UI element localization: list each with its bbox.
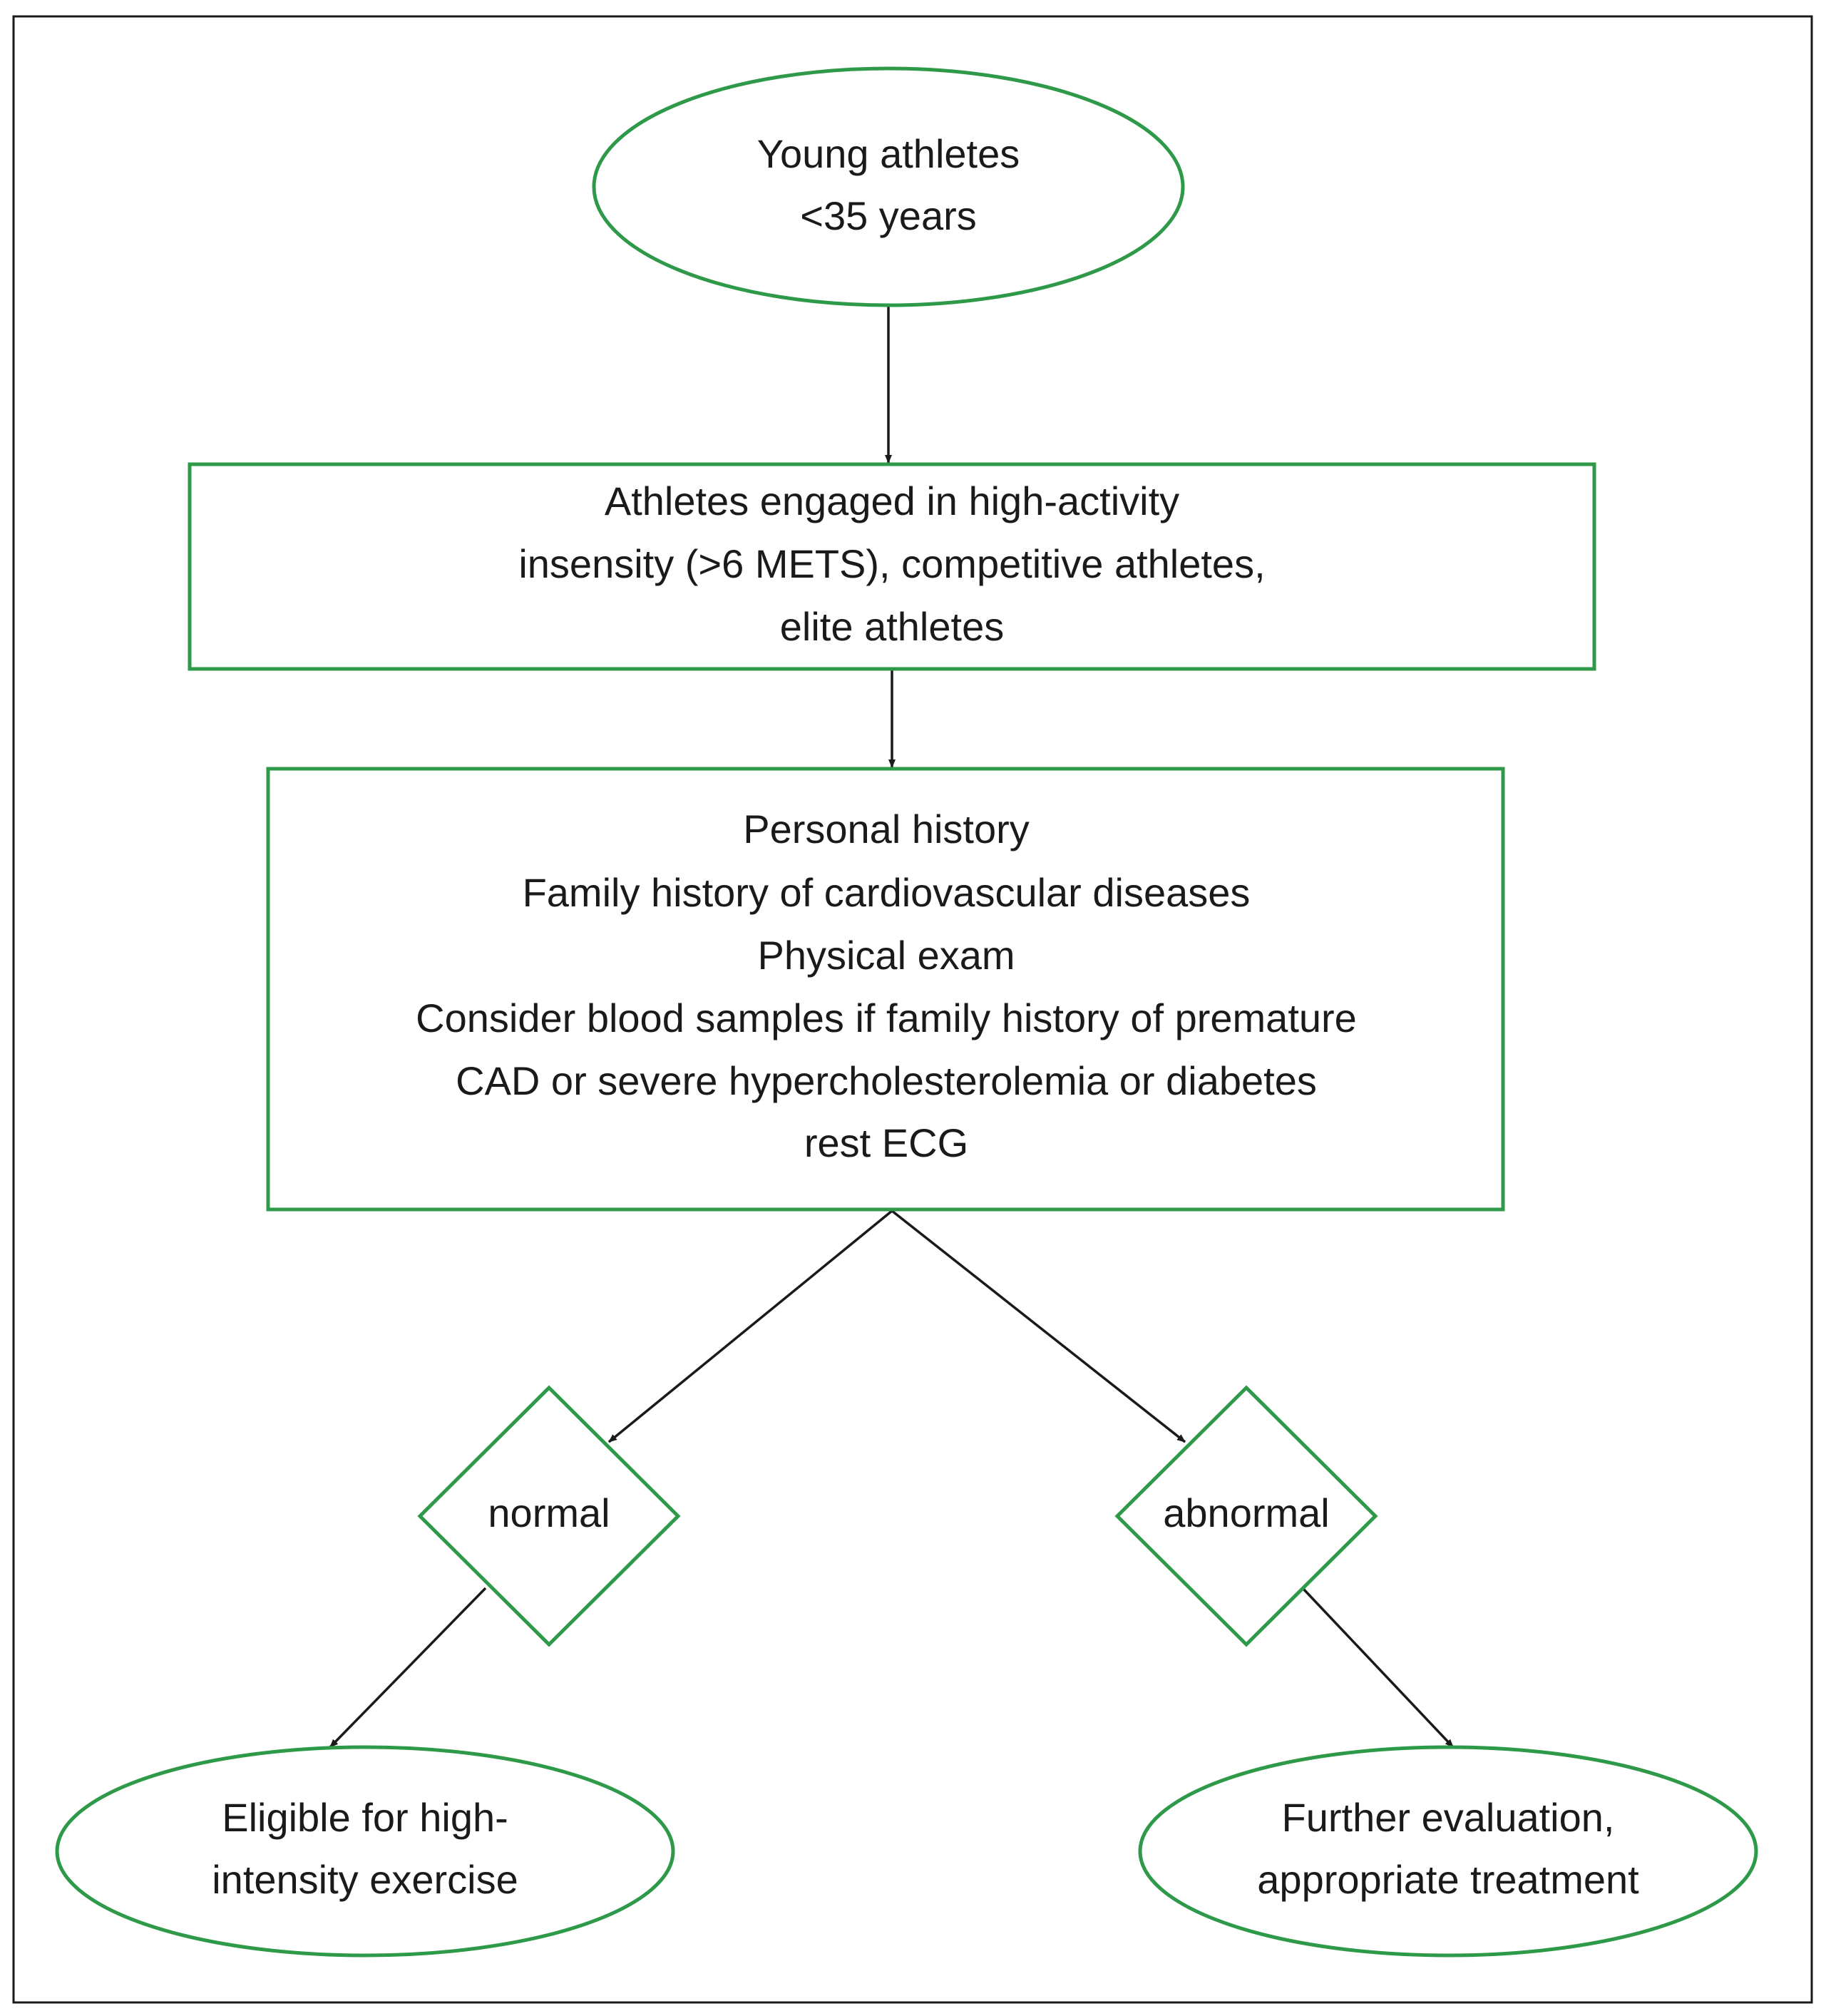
connectors [329,305,1455,1749]
arrow-screening-to-normal [607,1209,893,1443]
node-text-line: elite athletes [780,604,1004,649]
arrow-normal-to-eligible [329,1587,487,1749]
eligible-ellipse [55,1745,675,1958]
node-normal-decision: normal [417,1385,681,1647]
node-athletes-engaged: Athletes engaged in high-activity insens… [188,462,1596,671]
node-text-line: <35 years [800,193,977,238]
node-screening-steps: Personal history Family history of cardi… [266,767,1505,1212]
node-abnormal-decision: abnormal [1114,1385,1378,1647]
node-text-line: rest ECG [804,1120,968,1165]
node-text-line: abnormal [1163,1490,1329,1535]
further-ellipse [1138,1745,1758,1958]
node-text-line: Eligible for high- [222,1795,508,1840]
normal-diamond [417,1385,681,1647]
population-box [188,462,1596,671]
start-ellipse [592,66,1185,307]
arrow-abnormal-to-further [1301,1587,1455,1749]
node-text-line: appropriate treatment [1257,1857,1639,1902]
node-text-line: Further evaluation, [1282,1795,1615,1840]
node-text-line: Athletes engaged in high-activity [605,479,1179,523]
node-text-line: Family history of cardiovascular disease… [523,870,1251,915]
node-text-line: insensity (>6 METS), competitive athlete… [518,541,1265,586]
node-further-evaluation-outcome: Further evaluation, appropriate treatmen… [1138,1745,1758,1958]
node-young-athletes: Young athletes <35 years [592,66,1185,307]
arrow-screening-to-abnormal [891,1209,1186,1443]
node-text-line: Consider blood samples if family history… [416,996,1357,1040]
node-eligible-outcome: Eligible for high- intensity exercise [55,1745,675,1958]
node-text-line: intensity exercise [212,1857,518,1902]
node-text-line: CAD or severe hypercholesterolemia or di… [456,1058,1317,1103]
screening-box [266,767,1505,1212]
node-text-line: Personal history [743,807,1030,851]
node-text-line: Young athletes [757,131,1020,176]
node-text-line: normal [488,1490,610,1535]
abnormal-diamond [1114,1385,1378,1647]
node-text-line: Physical exam [757,933,1015,978]
